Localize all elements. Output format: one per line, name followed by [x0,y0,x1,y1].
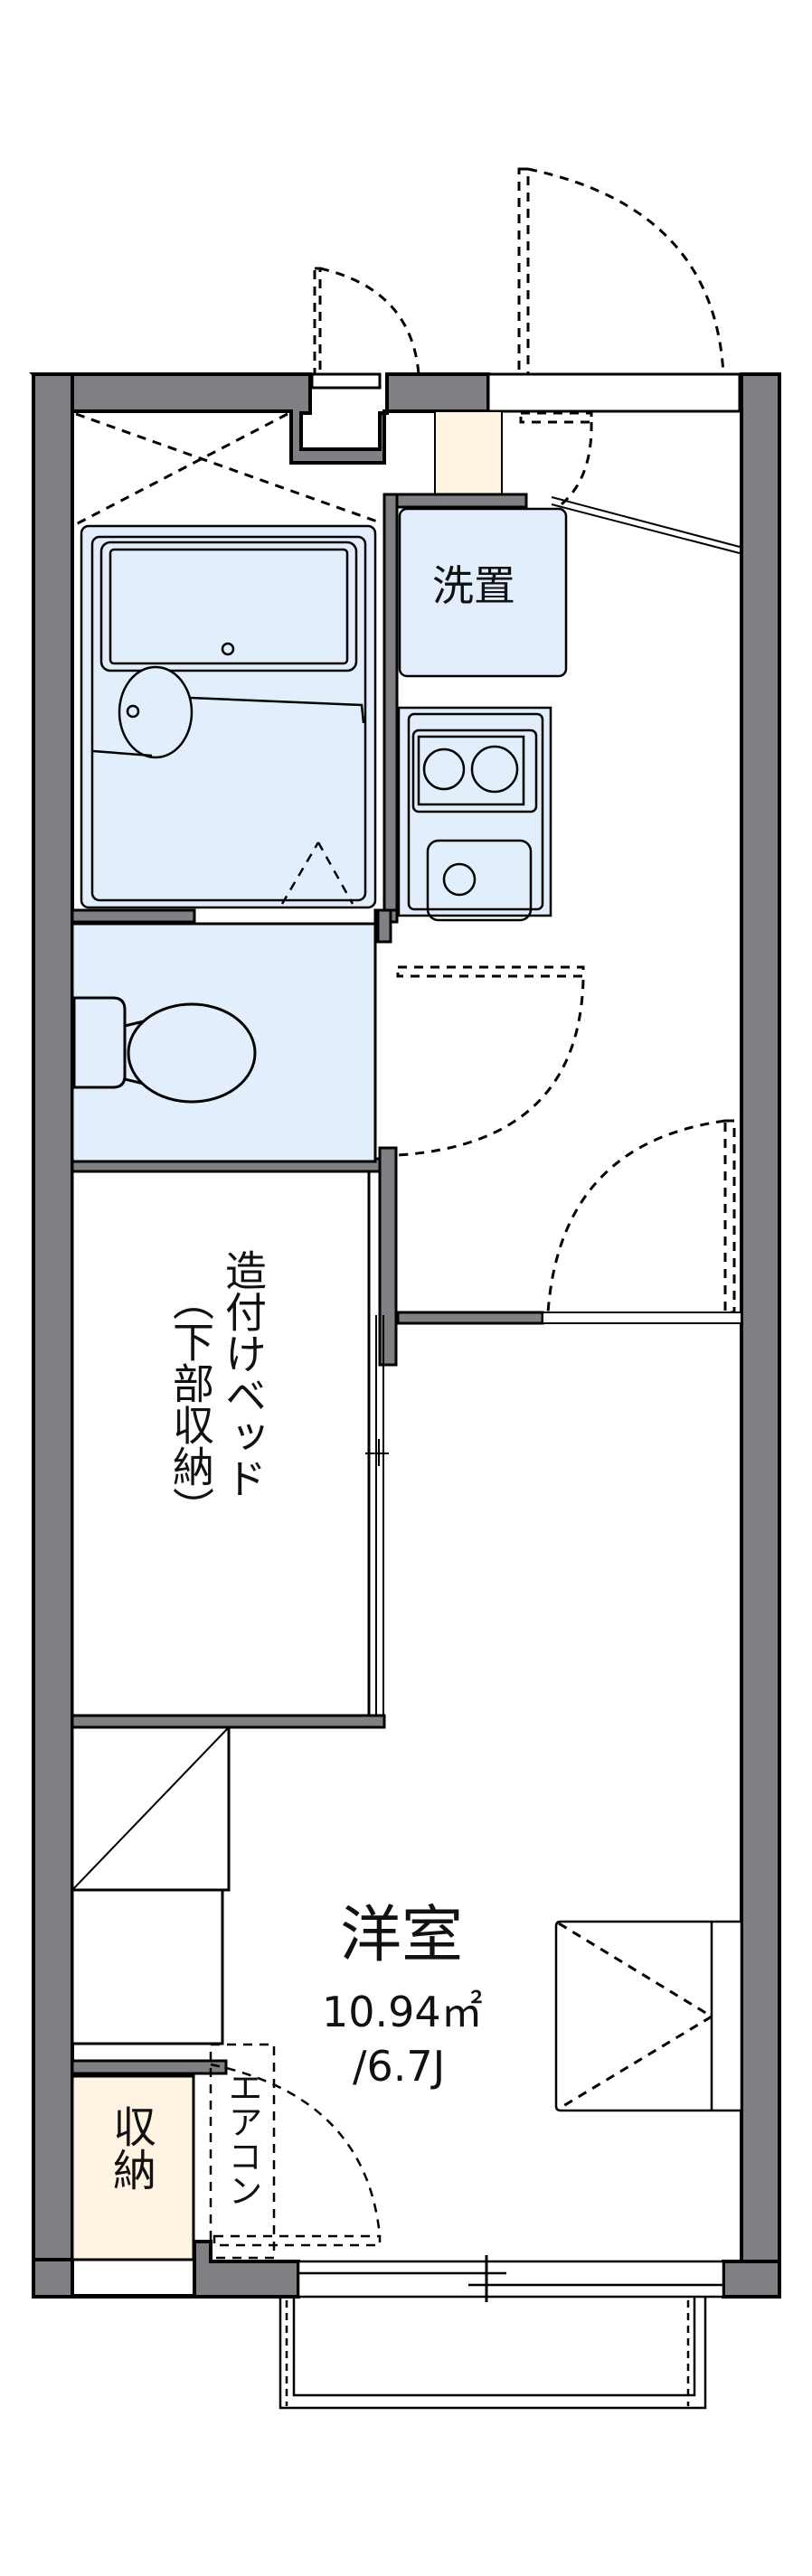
laundry-space [398,507,568,678]
door-swings-top [313,167,725,526]
top-openings [310,372,741,413]
bathroom-unit [80,524,377,909]
aircon-label: エアコン [222,2070,262,2207]
storage-closet [71,2074,195,2261]
toilet-room [71,922,377,1163]
bath-door-dashes [280,841,354,905]
storage-label: 収納 [105,2104,156,2191]
kitchen-unit [397,706,552,922]
western-room-tatami: /6.7J [353,2042,446,2091]
built-in-bed [71,1170,371,1717]
built-in-bed-sublabel: （下部収納） [166,1279,215,1528]
closet-dashes [558,1922,713,2111]
entrance-dashes [75,412,381,526]
door-swings-middle [396,965,736,1314]
stair-shelf [71,1725,231,2045]
balcony [279,2297,707,2410]
closet-right [554,1920,743,2112]
western-room-area: 10.94㎡ [322,1988,483,2036]
bed-side-lines [365,1315,389,1716]
outer-walls [29,372,781,2299]
balcony-window [297,2255,725,2302]
room-door-opening [542,1312,742,1324]
aircon-door [209,2043,382,2260]
western-room-label: 洋室 [340,1900,464,1971]
laundry-label: 洗置 [432,561,515,610]
sliding-partition [551,496,741,554]
built-in-bed-label: 造付けベッド [219,1249,268,1499]
